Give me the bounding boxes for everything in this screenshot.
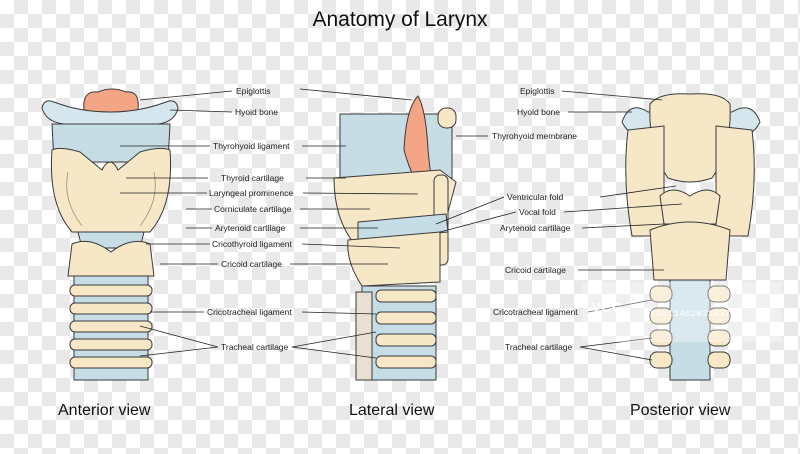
- caption-anterior-view: Anterior view: [58, 402, 151, 419]
- label-laryngeal-prominence: Laryngeal prominence: [209, 188, 294, 198]
- label-thyroid-cartilage: Thyroid cartilage: [221, 173, 284, 183]
- label-posterior-cricoid-cartilage: Cricoid cartilage: [505, 265, 566, 275]
- label-thyrohyoid-membrane: Thyrohyoid membrane: [492, 131, 578, 141]
- caption-lateral-view: Lateral view: [349, 402, 435, 419]
- label-cricothyroid-ligament: Cricothyroid ligament: [212, 239, 292, 249]
- lateral-hyoid-bone: [437, 107, 457, 129]
- label-cricoid-cartilage: Cricoid cartilage: [221, 259, 282, 269]
- anterior-thyroid-cartilage: [50, 147, 172, 233]
- label-tracheal-cartilage: Tracheal cartilage: [221, 342, 289, 352]
- watermark-logo: VCG: [592, 300, 624, 315]
- label-vocal-fold: Vocal fold: [519, 207, 556, 217]
- caption-posterior-view: Posterior view: [630, 402, 731, 419]
- label-cricotracheal-ligament: Cricotracheal ligament: [207, 307, 292, 317]
- leader-lines: [120, 88, 683, 361]
- posterior-trachea: [669, 279, 711, 381]
- anterior-view-drawing: [41, 88, 179, 381]
- label-epiglottis: Epiglottis: [236, 86, 271, 96]
- label-posterior-hyoid-bone: Hyoid bone: [517, 107, 561, 117]
- watermark-band: [582, 282, 782, 342]
- posterior-thyroid-cartilage: [625, 125, 665, 237]
- label-posterior-cricotracheal-ligament: Cricotracheal ligament: [493, 307, 578, 317]
- label-corniculate-cartilage: Corniculate cartilage: [214, 204, 292, 214]
- posterior-view-drawing: [621, 93, 761, 381]
- label-hyoid-bone: Hyoid bone: [235, 107, 279, 117]
- posterior-cricoid-cartilage: [649, 221, 731, 281]
- diagram-title: Anatomy of Larynx: [312, 8, 488, 31]
- label-posterior-epiglottis: Epiglottis: [520, 86, 555, 96]
- label-ventricular-fold: Ventricular fold: [507, 192, 564, 202]
- lateral-view-drawing: [333, 95, 457, 381]
- label-thyrohyoid-ligament: Thyrohyoid ligament: [213, 141, 290, 151]
- posterior-arytenoid: [659, 189, 721, 225]
- lateral-cricoid-cartilage: [347, 231, 441, 287]
- label-posterior-tracheal-cartilage: Tracheal cartilage: [505, 342, 573, 352]
- label-arytenoid-cartilage: Arytenoid cartilage: [215, 223, 286, 233]
- label-posterior-arytenoid-cartilage: Arytenoid cartilage: [500, 223, 571, 233]
- watermark-id: VCG211402831437: [645, 308, 731, 319]
- lateral-thyrohyoid-membrane: [339, 113, 453, 179]
